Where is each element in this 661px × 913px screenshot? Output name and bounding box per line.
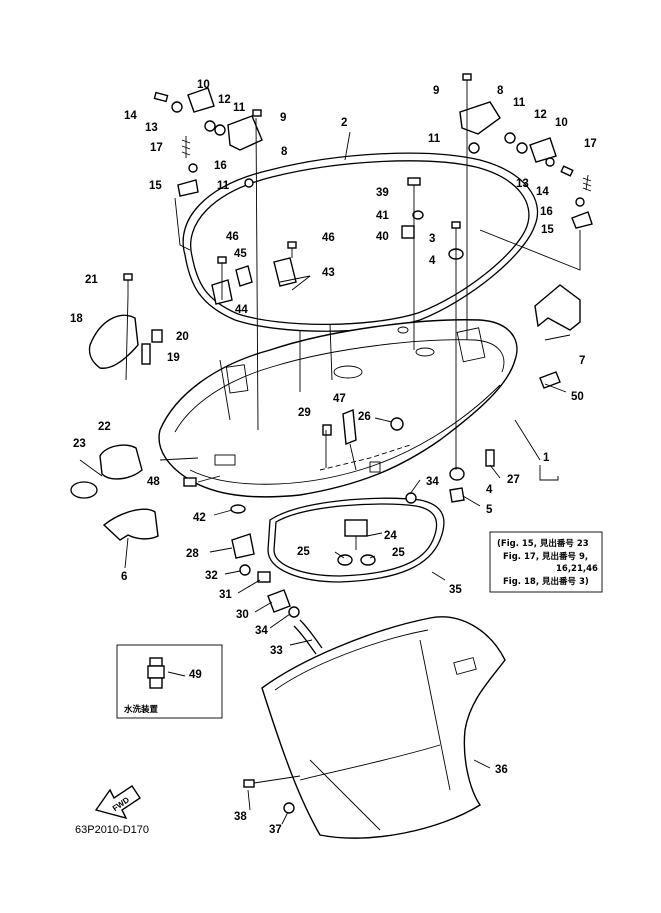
reference-note-line-3: 16,21,46: [556, 564, 598, 574]
drawing-code: 63P2010-D170: [75, 824, 149, 836]
callout-9-left: 9: [280, 112, 286, 124]
callout-42: 42: [193, 512, 206, 524]
callout-31: 31: [219, 589, 232, 601]
callout-17-right: 17: [584, 138, 597, 150]
callout-32: 32: [205, 570, 218, 582]
callout-37: 37: [269, 824, 282, 836]
callout-48: 48: [147, 476, 160, 488]
callout-2: 2: [341, 117, 347, 129]
callout-3: 3: [429, 233, 435, 245]
callout-16-left: 16: [214, 160, 227, 172]
callout-43: 43: [322, 267, 335, 279]
reference-note-line-2: Fig. 17, 見出番号 9,: [503, 551, 588, 562]
callout-15-right: 15: [541, 224, 554, 236]
reference-note-line-1: (Fig. 15, 見出番号 23: [497, 538, 589, 549]
callout-21: 21: [85, 274, 98, 286]
callout-22: 22: [98, 421, 111, 433]
callout-8-left: 8: [281, 146, 288, 158]
small-parts: [70, 73, 593, 814]
callout-9-right: 9: [433, 85, 439, 97]
callout-10-left: 10: [197, 79, 210, 91]
callout-36: 36: [495, 764, 508, 776]
callout-18: 18: [70, 313, 83, 325]
callout-25-right: 25: [392, 547, 405, 559]
callout-25-left: 25: [297, 546, 310, 558]
callout-labels: 10 12 11 14 13 9 17 8 16 11 15 2 9 8 11 …: [70, 79, 597, 836]
callout-10-right: 10: [555, 117, 568, 129]
callout-4-top: 4: [429, 255, 436, 267]
callout-20: 20: [176, 331, 189, 343]
reference-note-line-4: Fig. 18, 見出番号 3): [503, 576, 589, 587]
callout-16-right: 16: [540, 206, 553, 218]
callout-14-left: 14: [124, 110, 137, 122]
lower-seal-part-35: [267, 497, 445, 583]
callout-35: 35: [449, 584, 462, 596]
callout-34-top: 34: [426, 476, 439, 488]
callout-46-left: 46: [226, 231, 239, 243]
callout-17-left: 17: [150, 142, 163, 154]
callout-44: 44: [235, 304, 248, 316]
callout-39: 39: [376, 187, 389, 199]
callout-12-right: 12: [534, 109, 547, 121]
callout-19: 19: [167, 352, 180, 364]
callout-26: 26: [358, 411, 371, 423]
callout-33: 33: [270, 645, 283, 657]
callout-50: 50: [571, 391, 584, 403]
callout-28: 28: [186, 548, 199, 560]
callout-6: 6: [121, 571, 127, 583]
callout-15-left: 15: [149, 180, 162, 192]
callout-11-left-top: 11: [233, 102, 246, 114]
callout-29: 29: [298, 407, 311, 419]
callout-45: 45: [234, 248, 247, 260]
bottom-cowling-part-1: [158, 319, 518, 498]
reference-note-box: (Fig. 15, 見出番号 23 Fig. 17, 見出番号 9, 16,21…: [489, 531, 603, 593]
callout-23: 23: [73, 438, 86, 450]
callout-41: 41: [376, 210, 389, 222]
callout-11-right-mid: 11: [428, 133, 441, 145]
leader-lines: [79, 100, 581, 825]
callout-1: 1: [543, 452, 550, 464]
callout-27: 27: [507, 474, 520, 486]
callout-11-left-bottom: 11: [217, 180, 230, 192]
cowling-seal-part-2: [182, 152, 539, 332]
callout-8-right: 8: [497, 85, 504, 97]
callout-14-right: 14: [536, 186, 549, 198]
callout-49: 49: [189, 669, 202, 681]
lower-apron-part-36: [261, 616, 506, 839]
callout-13-right: 13: [516, 178, 529, 190]
fwd-arrow: FWD: [94, 785, 141, 820]
callout-11-right-top: 11: [513, 97, 526, 109]
callout-34-bottom: 34: [255, 625, 268, 637]
callout-13-left: 13: [145, 122, 158, 134]
callout-46-right: 46: [322, 232, 335, 244]
water-flush-inset: 水洗装置: [116, 644, 223, 719]
callout-12-left: 12: [218, 94, 231, 106]
callout-38: 38: [234, 811, 247, 823]
callout-30: 30: [236, 609, 249, 621]
callout-4-bottom: 4: [486, 484, 493, 496]
callout-24: 24: [384, 530, 397, 542]
callout-7: 7: [579, 355, 585, 367]
inset-caption: 水洗装置: [123, 704, 159, 715]
callout-5: 5: [486, 504, 493, 516]
callout-47: 47: [333, 393, 346, 405]
callout-40: 40: [376, 231, 389, 243]
